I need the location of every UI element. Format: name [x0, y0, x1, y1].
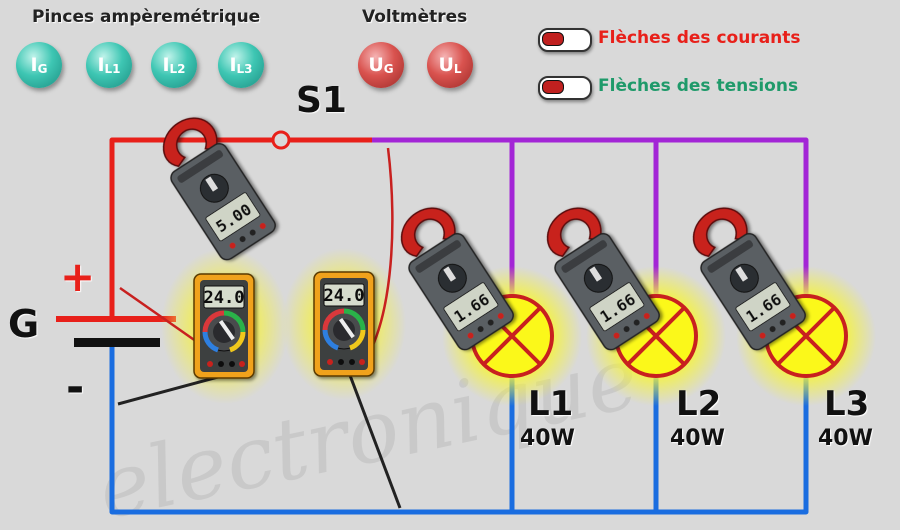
switch-s1-contact[interactable]	[271, 130, 291, 150]
voltmeter-lamps[interactable]: 24.0	[314, 272, 374, 376]
clamp-meter-main[interactable]: 5.00	[146, 107, 279, 264]
voltmeter-lamps-reading: 24.0	[324, 286, 365, 306]
generator-plate-negative	[74, 338, 160, 347]
lamp-l1-name: L1	[528, 384, 574, 424]
clamp-meter-l1[interactable]: 1.66	[384, 197, 517, 354]
generator-label: G	[8, 302, 40, 346]
toggle-knob	[542, 32, 564, 46]
label-current-arrows: Flèches des courants	[598, 28, 801, 48]
toggle-current-arrows[interactable]	[538, 28, 592, 52]
toggle-knob	[542, 80, 564, 94]
generator-plus: +	[60, 252, 96, 301]
switch-label: S1	[296, 80, 347, 121]
clamp-meter-l2[interactable]: 1.66	[530, 197, 663, 354]
generator-minus: -	[66, 362, 85, 413]
lamp-l3-power: 40W	[818, 426, 873, 451]
toggle-voltage-arrows[interactable]	[538, 76, 592, 100]
lamp-l3-name: L3	[824, 384, 870, 424]
label-voltage-arrows: Flèches des tensions	[598, 76, 799, 96]
clamp-meter-l3[interactable]: 1.66	[676, 197, 809, 354]
generator-plate-positive	[56, 316, 176, 322]
probe-lead-black-2	[346, 369, 402, 509]
lamp-l1-power: 40W	[520, 426, 575, 451]
voltmeter-generator-reading: 24.0	[204, 288, 245, 308]
voltmeter-generator[interactable]: 24.0	[194, 274, 254, 378]
lamp-l2-power: 40W	[670, 426, 725, 451]
header-clamps: Pinces ampèremétrique	[32, 7, 261, 27]
lamp-l2-name: L2	[676, 384, 722, 424]
header-voltmeters: Voltmètres	[362, 7, 468, 27]
